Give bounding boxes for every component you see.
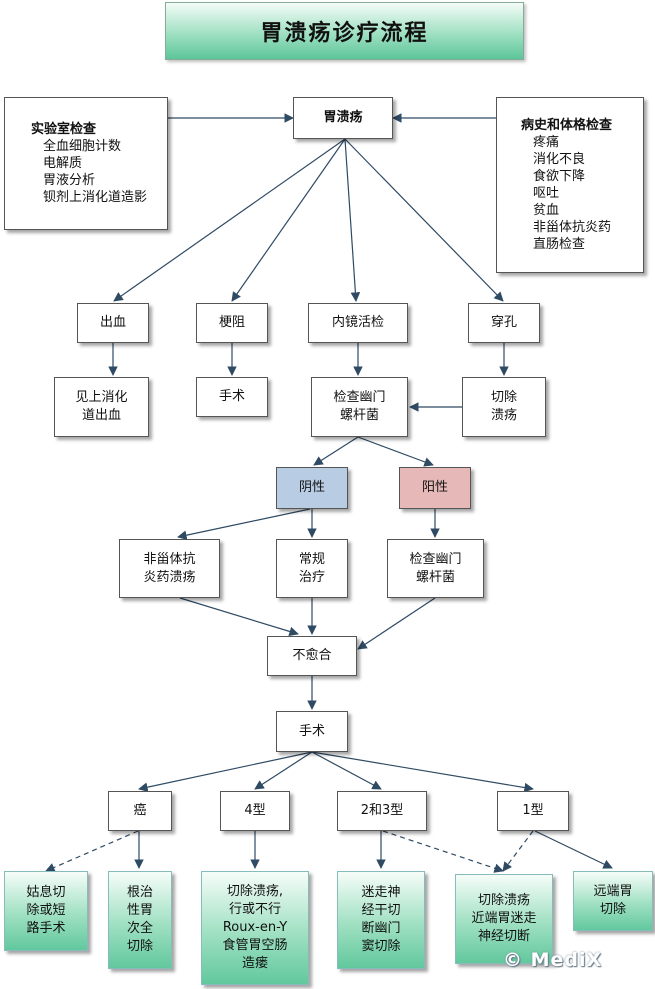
arrow-ulcer-to-bleeding (113, 138, 346, 302)
arrow-surgery-to-type23 (311, 751, 382, 790)
history-item: 直肠检查 (533, 237, 586, 252)
node-bleeding: 出血 (77, 303, 149, 343)
node-type-1: 1型 (497, 791, 569, 831)
node-gastric-ulcer: 胃溃疡 (293, 97, 393, 139)
lab-test-item: 全血细胞计数 (43, 139, 122, 154)
arrow-hp2-to-nothealed (357, 597, 436, 650)
history-item: 疼痛 (533, 135, 560, 150)
arrow-ulcer-to-endoscopy (344, 138, 361, 302)
node-type-4-treatment: 切除溃疡, 行或不行 Roux-en-Y 食管胃空肠 造瘘 (201, 871, 309, 985)
node-positive: 阳性 (399, 467, 471, 509)
node-type-4: 4型 (220, 791, 290, 831)
dashed-arrow-type1-to-treatment (502, 830, 534, 872)
arrow-ulcer-to-obstruction (231, 138, 346, 302)
node-endoscopy-biopsy: 内镜活检 (308, 303, 408, 343)
node-excise-ulcer: 切除 溃疡 (462, 377, 546, 437)
node-surgery: 手术 (276, 711, 348, 752)
node-check-h-pylori-2: 检查幽门 螺杆菌 (387, 539, 484, 598)
arrow-surgery-to-type4 (254, 751, 313, 790)
arrow-negative-to-nsaid (177, 508, 311, 540)
lab-tests-box: 实验室检查 全血细胞计数 电解质 胃液分析 钡剂上消化道造影 (4, 97, 168, 230)
node-see-ugi-bleeding: 见上消化 道出血 (54, 377, 149, 437)
arrow-ulcer-to-perforation (344, 138, 504, 302)
history-item: 非甾体抗炎药 (533, 220, 612, 235)
node-type-1-treatment: 切除溃疡 近端胃迷走 神经切断 (455, 874, 553, 964)
dashed-arrow-type23-to-type1-treatment (382, 830, 504, 873)
node-check-h-pylori: 检查幽门 螺杆菌 (311, 377, 408, 437)
node-cancer: 癌 (108, 791, 172, 831)
history-item: 食欲下降 (533, 169, 586, 184)
node-not-healed: 不愈合 (267, 636, 357, 676)
node-palliative-resection: 姑息切 除或短 路手术 (4, 871, 88, 951)
history-item: 呕吐 (533, 186, 560, 201)
arrow-type1-to-distal (534, 830, 613, 869)
arrow-surgery-to-cancer (138, 751, 313, 792)
history-exam-heading: 病史和体格检查 (521, 118, 613, 133)
node-nsaid-ulcer: 非甾体抗 炎药溃疡 (119, 539, 220, 598)
watermark-logo: © MediX (503, 949, 603, 971)
dashed-arrow-cancer-to-palliative (45, 830, 139, 872)
arrow-hp-to-positive (357, 436, 434, 467)
node-distal-gastrectomy: 远端胃 切除 (573, 871, 653, 931)
node-obstruction: 梗阻 (196, 303, 268, 343)
page-title: 胃溃疡诊疗流程 (165, 2, 524, 60)
node-radical-gastrectomy: 根治 性胃 次全 切除 (108, 871, 172, 969)
lab-test-item: 胃液分析 (43, 173, 96, 188)
node-negative: 阴性 (276, 467, 348, 509)
history-exam-box: 病史和体格检查 疼痛 消化不良 食欲下降 呕吐 贫血 非甾体抗炎药 直肠检查 (496, 97, 644, 273)
node-surgery-obstruction: 手术 (196, 377, 268, 417)
node-routine-treatment: 常规 治疗 (276, 539, 348, 598)
history-item: 消化不良 (533, 152, 586, 167)
lab-tests-heading: 实验室检查 (31, 122, 97, 137)
arrow-nsaid-to-nothealed (179, 597, 299, 637)
node-type-2-3-treatment: 迷走神 经干切 断幽门 窦切除 (337, 871, 425, 969)
arrow-surgery-to-type1 (311, 751, 534, 793)
node-perforation: 穿孔 (468, 303, 540, 343)
lab-test-item: 电解质 (43, 156, 83, 171)
lab-test-item: 钡剂上消化道造影 (43, 190, 148, 205)
node-type-2-3: 2和3型 (337, 791, 427, 831)
history-item: 贫血 (533, 203, 560, 218)
arrow-hp-to-negative (313, 436, 359, 466)
